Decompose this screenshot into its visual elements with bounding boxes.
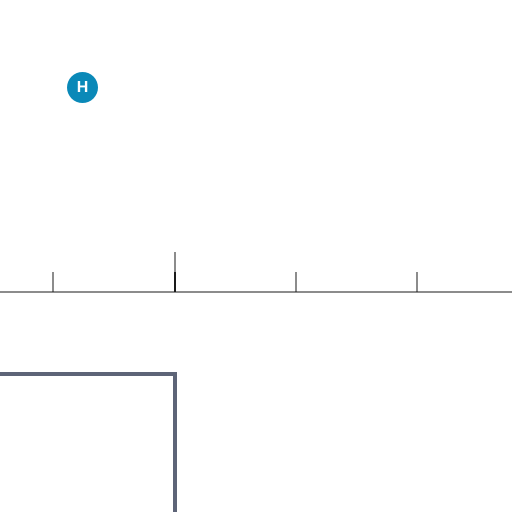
panel-frame bbox=[0, 372, 177, 512]
h-marker-icon[interactable]: H bbox=[67, 72, 98, 103]
h-marker-label: H bbox=[76, 78, 89, 96]
timeline-ruler bbox=[0, 252, 512, 293]
panel-frame-border bbox=[0, 372, 177, 512]
